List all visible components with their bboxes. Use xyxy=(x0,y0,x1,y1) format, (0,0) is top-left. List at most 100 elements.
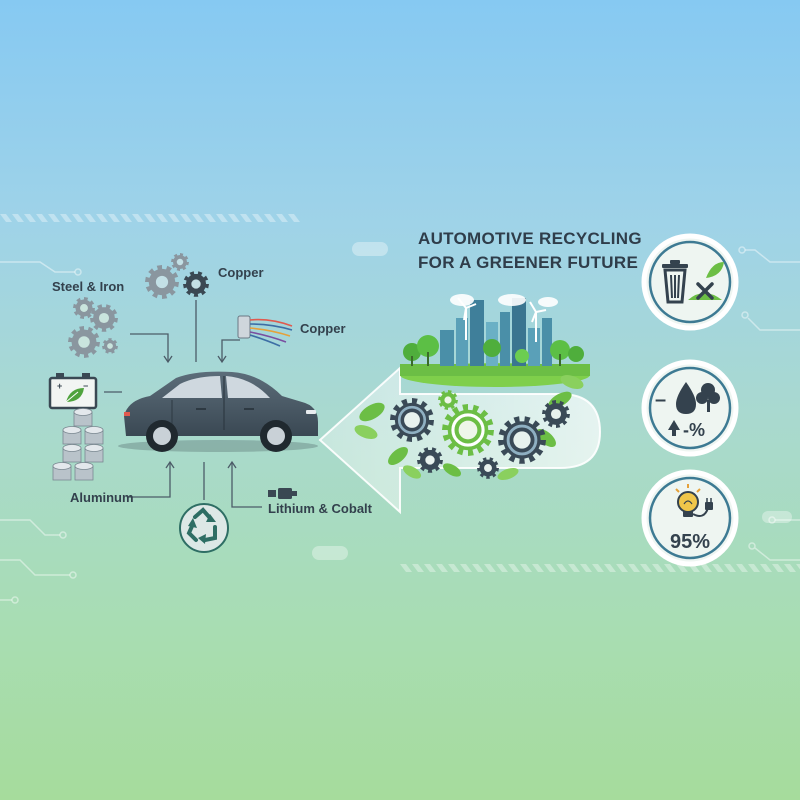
copper-wires-icon xyxy=(237,315,293,347)
benefit-resources-badge: – -% xyxy=(641,359,739,457)
stripe-chevron xyxy=(484,564,496,572)
stripe-chevron xyxy=(676,564,688,572)
stripe-chevron xyxy=(36,214,48,222)
leaf-decorations xyxy=(354,375,584,481)
stripe-chevron xyxy=(700,564,712,572)
gear-hole xyxy=(458,420,478,440)
stripe-chevron xyxy=(216,214,228,222)
trash-bin-icon xyxy=(662,260,688,304)
gear-ring xyxy=(397,405,427,435)
stripe-chevron xyxy=(120,214,132,222)
stripe-chevron xyxy=(664,564,676,572)
water-drop-icon xyxy=(676,382,696,414)
can-top xyxy=(74,462,94,470)
energy-saving-value: 95% xyxy=(670,531,710,553)
benefit-landfill-badge xyxy=(641,233,739,331)
headline-line-1: AUTOMOTIVE RECYCLING xyxy=(418,229,642,248)
gear-hole xyxy=(425,455,435,465)
lightbulb-icon xyxy=(675,484,701,517)
can-top xyxy=(62,444,82,452)
can-top xyxy=(84,444,104,452)
stripe-chevron xyxy=(556,564,568,572)
gear-hole xyxy=(176,258,184,266)
gear-hole xyxy=(107,343,113,349)
stripe-chevron xyxy=(472,564,484,572)
stripe-chevron xyxy=(748,564,760,572)
benefit-energy-badge: 95% xyxy=(641,469,739,567)
circuit-lines-left xyxy=(0,261,82,604)
stripe-chevron xyxy=(604,564,616,572)
svg-text:+: + xyxy=(57,381,62,391)
gear-hole xyxy=(155,275,169,289)
green-city-illustration xyxy=(400,294,590,387)
car-illustration xyxy=(118,371,318,452)
stripe-chevron xyxy=(48,214,60,222)
can-top xyxy=(73,408,93,416)
stripe-chevron xyxy=(592,564,604,572)
label-lithium-cobalt: Lithium & Cobalt xyxy=(268,501,373,516)
stripe-chevron xyxy=(724,564,736,572)
stripe-chevron xyxy=(460,564,472,572)
stripe-chevron xyxy=(412,564,424,572)
gear-hole xyxy=(80,304,88,312)
decor-pill xyxy=(352,242,388,256)
aluminum-cans-icon xyxy=(52,408,104,481)
plug-icon xyxy=(692,498,713,517)
chevron-stripe-top xyxy=(0,214,300,222)
can-top xyxy=(84,426,104,434)
stripe-chevron xyxy=(616,564,628,572)
stripe-chevron xyxy=(0,214,12,222)
headline-line-2: FOR A GREENER FUTURE xyxy=(418,253,638,272)
stripe-chevron xyxy=(736,564,748,572)
decor-pill xyxy=(762,511,792,523)
gear-hole xyxy=(484,464,492,472)
stripe-chevron xyxy=(652,564,664,572)
stripe-chevron xyxy=(772,564,784,572)
stripe-chevron xyxy=(60,214,72,222)
decor-pill xyxy=(312,546,348,560)
stripe-chevron xyxy=(276,214,288,222)
stripe-chevron xyxy=(508,564,520,572)
stripe-chevron xyxy=(496,564,508,572)
stripe-chevron xyxy=(180,214,192,222)
resources-minus-sign: – xyxy=(655,389,666,411)
arrow-up-icon xyxy=(668,420,680,436)
gear-hole xyxy=(78,336,90,348)
copper-gears-icon xyxy=(145,253,209,299)
steel-gears-icon xyxy=(68,297,118,358)
stripe-chevron xyxy=(204,214,216,222)
stripe-chevron xyxy=(784,564,796,572)
svg-text:−: − xyxy=(83,381,88,391)
recycling-gears-cluster xyxy=(390,390,570,479)
label-aluminum: Aluminum xyxy=(70,490,134,505)
gear-hole xyxy=(444,396,452,404)
gear-ring xyxy=(506,424,538,456)
can-top xyxy=(52,462,72,470)
stripe-chevron xyxy=(544,564,556,572)
lithium-cobalt-icon xyxy=(268,488,297,499)
stripe-chevron xyxy=(84,214,96,222)
stripe-chevron xyxy=(96,214,108,222)
gear-hole xyxy=(404,412,420,428)
connector-lines xyxy=(104,300,262,508)
stripe-chevron xyxy=(228,214,240,222)
stripe-chevron xyxy=(532,564,544,572)
label-copper-gears: Copper xyxy=(218,265,264,280)
stripe-chevron xyxy=(156,214,168,222)
gear-hole xyxy=(513,431,531,449)
stripe-chevron xyxy=(108,214,120,222)
stripe-chevron xyxy=(424,564,436,572)
recycle-symbol-icon xyxy=(179,503,229,553)
resources-percent-label: -% xyxy=(683,420,705,440)
stripe-chevron xyxy=(240,214,252,222)
stripe-chevron xyxy=(580,564,592,572)
gear-hole xyxy=(191,279,201,289)
stripe-chevron xyxy=(796,564,800,570)
stripe-chevron xyxy=(24,214,36,222)
stripe-chevron xyxy=(568,564,580,572)
gear-ring xyxy=(451,413,485,447)
stripe-chevron xyxy=(288,214,300,222)
stripe-chevron xyxy=(132,214,144,222)
stripe-chevron xyxy=(760,564,772,572)
